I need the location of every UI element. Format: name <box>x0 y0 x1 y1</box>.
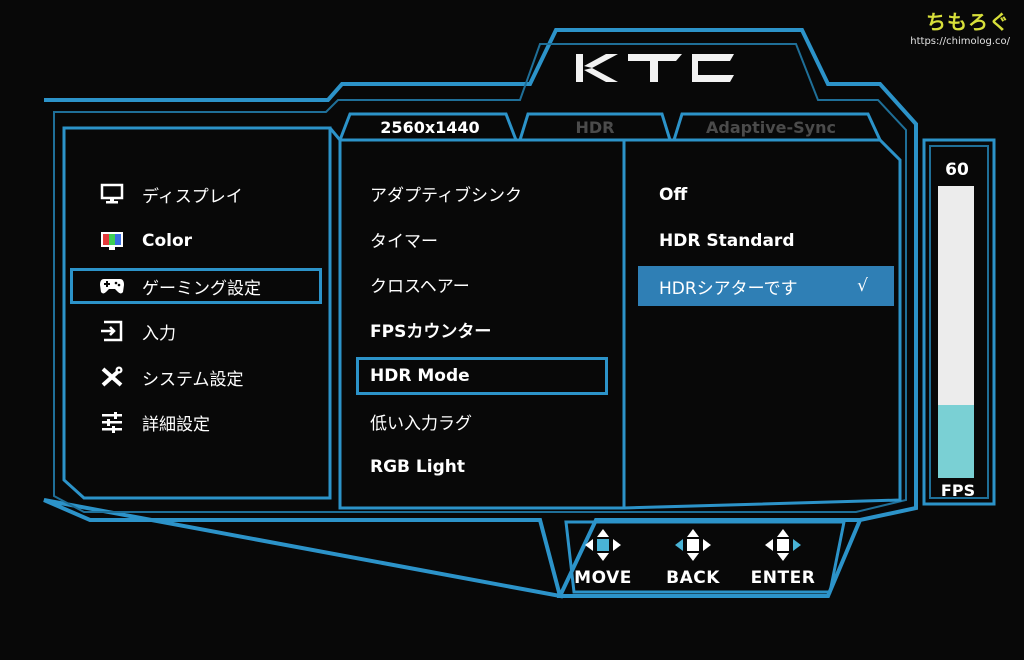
ktc-logo <box>576 54 734 82</box>
option-label: HDRシアターです <box>659 278 798 299</box>
option-hdr-theater[interactable]: HDRシアターです √ <box>638 266 894 306</box>
tools-icon <box>98 365 126 389</box>
menu-item-gaming[interactable]: ゲーミング設定 <box>70 268 322 304</box>
option-hdr-standard[interactable]: HDR Standard <box>638 221 894 261</box>
menu-label: ディスプレイ <box>142 186 243 207</box>
menu-item-color[interactable]: Color <box>70 223 322 259</box>
nav-move: MOVE <box>568 528 638 588</box>
tab-hdr[interactable]: HDR <box>575 117 615 137</box>
nav-back-label: BACK <box>666 568 720 588</box>
menu-label: 詳細設定 <box>142 414 210 435</box>
tab-adaptive-sync[interactable]: Adaptive-Sync <box>706 117 836 137</box>
check-icon: √ <box>857 276 868 296</box>
menu-item-input[interactable]: 入力 <box>70 313 322 349</box>
tab-resolution[interactable]: 2560x1440 <box>380 117 480 137</box>
sub-item-timer[interactable]: タイマー <box>370 231 438 252</box>
color-icon <box>98 229 126 253</box>
nav-move-label: MOVE <box>574 568 632 588</box>
sub-item-crosshair[interactable]: クロスヘアー <box>370 276 470 297</box>
sub-item-low-input-lag[interactable]: 低い入力ラグ <box>370 413 472 434</box>
fps-bar <box>938 186 974 478</box>
watermark-url: https://chimolog.co/ <box>910 36 1010 47</box>
dpad-move-icon <box>585 529 621 561</box>
dpad-enter-icon <box>765 529 801 561</box>
option-label: Off <box>659 185 688 205</box>
menu-item-advanced[interactable]: 詳細設定 <box>70 404 322 440</box>
menu-item-system[interactable]: システム設定 <box>70 359 322 395</box>
sub-item-adaptive-sync[interactable]: アダプティブシンク <box>370 185 522 206</box>
sub-item-fps-counter[interactable]: FPSカウンター <box>370 321 492 342</box>
dpad-back-icon <box>675 529 711 561</box>
menu-label: 入力 <box>142 323 176 344</box>
nav-enter-label: ENTER <box>750 568 816 588</box>
sub-item-hdr-mode[interactable]: HDR Mode <box>356 357 608 395</box>
gamepad-icon <box>98 274 126 298</box>
sliders-icon <box>98 410 126 434</box>
menu-label: ゲーミング設定 <box>142 278 261 299</box>
option-label: HDR Standard <box>659 231 795 251</box>
menu-label: Color <box>142 231 193 251</box>
fps-bar-fill <box>938 405 974 478</box>
watermark: ちもろぐ https://chimolog.co/ <box>910 6 1010 47</box>
monitor-icon <box>98 182 126 206</box>
watermark-name: ちもろぐ <box>926 10 1010 34</box>
menu-item-display[interactable]: ディスプレイ <box>70 176 322 212</box>
option-off[interactable]: Off <box>638 175 894 215</box>
input-icon <box>98 319 126 343</box>
fps-label: FPS <box>940 481 976 500</box>
sub-item-rgb-light[interactable]: RGB Light <box>370 457 465 477</box>
nav-enter: ENTER <box>748 528 818 588</box>
nav-back: BACK <box>658 528 728 588</box>
fps-value: 60 <box>945 160 969 180</box>
menu-label: システム設定 <box>142 369 244 390</box>
